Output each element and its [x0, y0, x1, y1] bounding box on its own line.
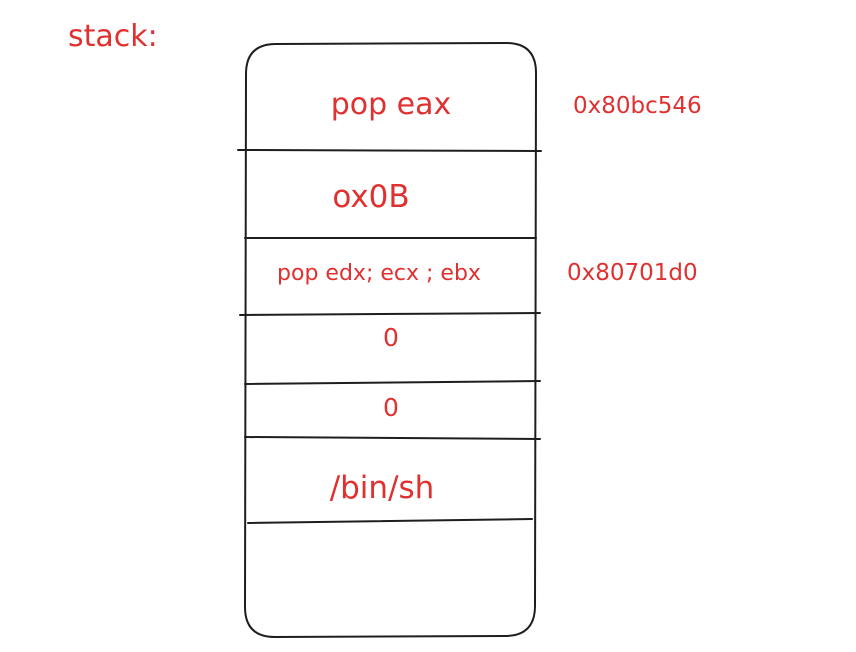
stack-cell-label: pop edx; ecx ; ebx	[277, 261, 481, 286]
separator-line	[244, 436, 541, 440]
stack-title: stack:	[68, 19, 158, 54]
separator-line	[247, 518, 533, 524]
stack-cell-label: pop eax	[330, 87, 452, 122]
stack-cell-label: /bin/sh	[329, 470, 435, 506]
gadget-address: 0x80701d0	[567, 260, 698, 286]
stack-cell-label: ox0B	[332, 179, 410, 215]
separator-line	[237, 149, 542, 152]
stack-cell-label: 0	[383, 323, 399, 352]
separator-line	[239, 312, 541, 316]
separator-line	[244, 380, 541, 385]
stack-outline	[244, 42, 537, 638]
gadget-address: 0x80bc546	[573, 93, 702, 119]
stack-cell-label: 0	[383, 393, 399, 422]
